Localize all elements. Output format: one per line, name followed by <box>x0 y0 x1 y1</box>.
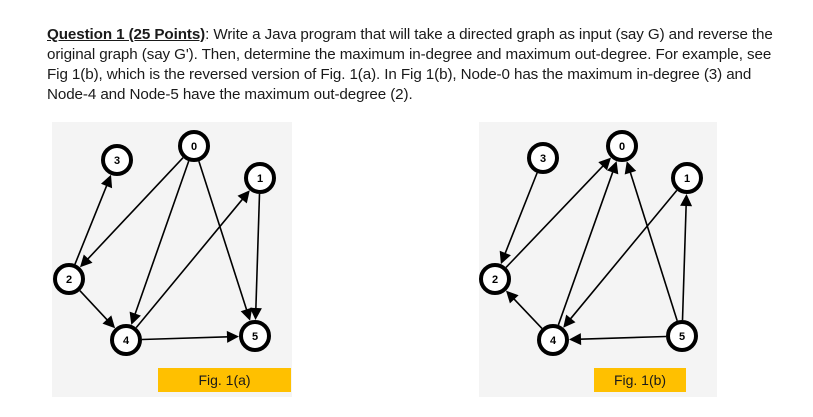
node-circle <box>606 130 638 162</box>
node-label: 2 <box>492 274 498 286</box>
arrowhead <box>680 194 693 207</box>
node-5: 5 <box>666 320 698 352</box>
nodes-layer: 0 1 2 3 4 5 <box>53 130 276 356</box>
edge-2-to-0 <box>505 157 611 268</box>
node-3: 3 <box>527 142 559 174</box>
node-circle <box>239 320 271 352</box>
figure-1b: 0 1 2 3 4 5 Fig. 1(b) <box>479 122 717 397</box>
node-4: 4 <box>110 324 142 356</box>
edge-line <box>141 336 229 341</box>
node-4: 4 <box>537 324 569 356</box>
edge-1-to-4 <box>563 189 678 328</box>
arrowhead <box>598 157 611 171</box>
edge-line <box>681 204 687 321</box>
edge-5-to-4 <box>569 333 667 346</box>
edge-5-to-0 <box>624 161 678 321</box>
arrowhead <box>569 333 582 346</box>
arrowhead <box>102 315 116 329</box>
nodes-layer: 0 1 2 3 4 5 <box>479 130 703 356</box>
arrowhead <box>624 161 637 175</box>
node-label: 1 <box>257 173 263 185</box>
node-1: 1 <box>671 162 703 194</box>
edge-line <box>79 290 109 321</box>
node-label: 3 <box>114 155 120 167</box>
edge-line <box>134 160 190 315</box>
node-5: 5 <box>239 320 271 352</box>
node-circle <box>110 324 142 356</box>
node-label: 5 <box>252 331 258 343</box>
question-heading-colon: : <box>205 26 210 43</box>
node-circle <box>671 162 703 194</box>
edge-0-to-5 <box>198 160 253 321</box>
node-3: 3 <box>101 144 133 176</box>
arrowhead <box>226 330 239 343</box>
edge-4-to-5 <box>141 330 239 343</box>
edge-line <box>505 164 604 268</box>
edge-5-to-1 <box>680 194 693 321</box>
edge-0-to-4 <box>129 160 190 325</box>
node-label: 0 <box>619 141 625 153</box>
arrowhead <box>240 307 253 321</box>
edge-4-to-0 <box>557 161 619 326</box>
arrowhead <box>249 307 262 320</box>
edge-line <box>504 172 538 255</box>
node-circle <box>666 320 698 352</box>
arrowhead <box>499 250 511 265</box>
node-circle <box>53 263 85 295</box>
node-circle <box>244 162 276 194</box>
node-circle <box>537 324 569 356</box>
edge-line <box>579 335 667 340</box>
node-circle <box>178 130 210 162</box>
edges-layer <box>499 157 693 346</box>
node-2: 2 <box>53 263 85 295</box>
edge-line <box>135 198 244 329</box>
edge-0-to-2 <box>80 157 184 268</box>
graph-1b: 0 1 2 3 4 5 <box>479 130 703 356</box>
node-label: 2 <box>66 274 72 286</box>
arrowhead <box>607 161 619 175</box>
node-0: 0 <box>178 130 210 162</box>
arrowhead <box>80 254 93 268</box>
edge-line <box>74 184 108 265</box>
arrowhead <box>129 311 141 325</box>
graph-1a: 0 1 2 3 4 5 <box>53 130 276 356</box>
arrowhead <box>101 174 113 189</box>
node-0: 0 <box>606 130 638 162</box>
figure-1a: 0 1 2 3 4 5 Fig. 1(a) <box>52 122 292 397</box>
figure-1a-caption: Fig. 1(a) <box>158 368 291 392</box>
edge-line <box>629 171 678 321</box>
node-label: 0 <box>191 141 197 153</box>
figure-1b-caption: Fig. 1(b) <box>594 368 686 392</box>
node-label: 5 <box>679 331 685 343</box>
node-circle <box>527 142 559 174</box>
edge-2-to-3 <box>74 174 113 265</box>
edge-line <box>557 171 614 326</box>
edge-line <box>513 298 543 329</box>
edge-line <box>255 193 261 310</box>
node-1: 1 <box>244 162 276 194</box>
node-label: 4 <box>550 335 557 347</box>
edge-4-to-1 <box>135 190 250 329</box>
node-circle <box>101 144 133 176</box>
edges-layer <box>74 157 262 343</box>
node-label: 1 <box>684 173 690 185</box>
question-text: Question 1 (25 Points): Write a Java pro… <box>47 25 792 105</box>
node-label: 3 <box>540 153 546 165</box>
edge-2-to-4 <box>79 290 116 329</box>
question-heading: Question 1 (25 Points) <box>47 26 206 43</box>
arrowhead <box>563 314 576 328</box>
edge-1-to-5 <box>249 193 262 320</box>
arrowhead <box>506 290 519 304</box>
edge-4-to-2 <box>506 290 543 329</box>
edge-line <box>198 160 248 311</box>
edge-line <box>86 157 184 260</box>
edge-line <box>569 189 678 320</box>
node-circle <box>479 263 511 295</box>
edge-3-to-2 <box>499 172 538 265</box>
node-label: 4 <box>123 335 130 347</box>
question-body: Write a Java program that will take a di… <box>47 26 773 103</box>
node-2: 2 <box>479 263 511 295</box>
arrowhead <box>237 190 250 204</box>
